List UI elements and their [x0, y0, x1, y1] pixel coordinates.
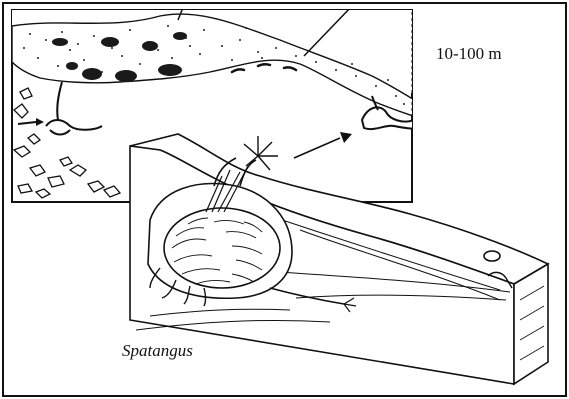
depth-label: 10-100 m	[436, 44, 502, 64]
genus-label: Spatangus	[122, 341, 193, 361]
burrow-opening	[484, 251, 500, 261]
block-right-face	[514, 264, 548, 384]
